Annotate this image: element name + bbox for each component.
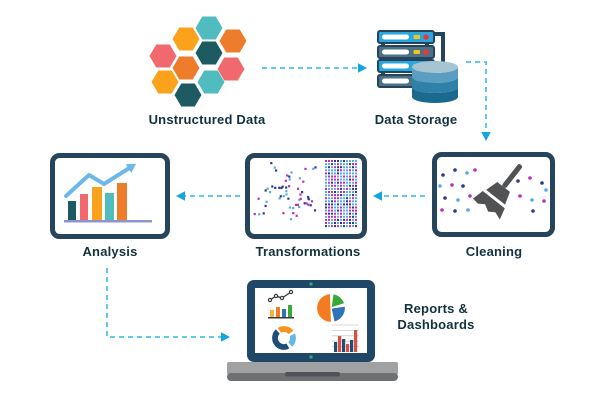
laptop-base xyxy=(227,362,398,375)
hexagon xyxy=(217,57,245,81)
reports-label-line2: Dashboards xyxy=(397,317,475,332)
hexagon xyxy=(174,83,202,107)
webcam-icon xyxy=(309,282,313,286)
trend-arrow-icon xyxy=(64,163,137,198)
flow-arrow-unstructured-to-storage xyxy=(262,63,367,73)
flow-arrow-analysis-to-reports xyxy=(106,268,230,342)
flow-arrow-storage-to-cleaning xyxy=(466,61,491,141)
arrow-head xyxy=(373,191,382,201)
arrow-head xyxy=(176,191,185,201)
flow-arrow-cleaning-to-transformations xyxy=(373,191,425,201)
database-cylinder xyxy=(412,61,458,103)
arrow-head xyxy=(481,132,491,141)
transformations-monitor-icon xyxy=(245,153,367,239)
arrow-head xyxy=(221,332,230,342)
bar-chart-icon xyxy=(64,183,152,223)
laptop-dashboard-icon xyxy=(227,280,398,381)
dot-grid xyxy=(325,160,357,228)
pie-chart-icon xyxy=(315,292,347,324)
hexagon-cluster-icon xyxy=(149,16,247,107)
arrow-head xyxy=(358,63,367,73)
dirt-dots xyxy=(438,168,548,213)
scatter-dots xyxy=(253,162,317,221)
line-chart-icon xyxy=(267,289,294,319)
hexagon xyxy=(195,16,223,40)
broom-icon xyxy=(472,164,523,220)
laptop-button xyxy=(309,355,313,359)
mini-bar-chart-icon xyxy=(332,324,359,352)
flow-arrow-transformations-to-analysis xyxy=(176,191,240,201)
laptop-base-edge xyxy=(227,373,398,381)
hexagon xyxy=(195,41,223,65)
donut-chart-icon xyxy=(270,324,298,352)
reports-dashboards-label: Reports & Dashboards xyxy=(397,301,474,333)
transformations-label: Transformations xyxy=(255,244,361,259)
hexagon xyxy=(149,44,177,68)
hexagon xyxy=(151,70,179,94)
analysis-monitor-icon xyxy=(50,153,170,239)
analysis-label: Analysis xyxy=(82,244,138,259)
reports-label-line1: Reports & xyxy=(404,301,468,316)
cleaning-label: Cleaning xyxy=(465,244,523,259)
laptop-notch xyxy=(285,372,340,377)
hexagon xyxy=(219,29,247,53)
server-database-icon xyxy=(377,30,458,103)
hexagon xyxy=(197,70,225,94)
hexagon xyxy=(172,56,200,80)
unstructured-data-label: Unstructured Data xyxy=(148,112,266,127)
cleaning-monitor-icon xyxy=(432,152,555,237)
hexagon xyxy=(172,27,200,51)
data-storage-label: Data Storage xyxy=(374,112,458,127)
